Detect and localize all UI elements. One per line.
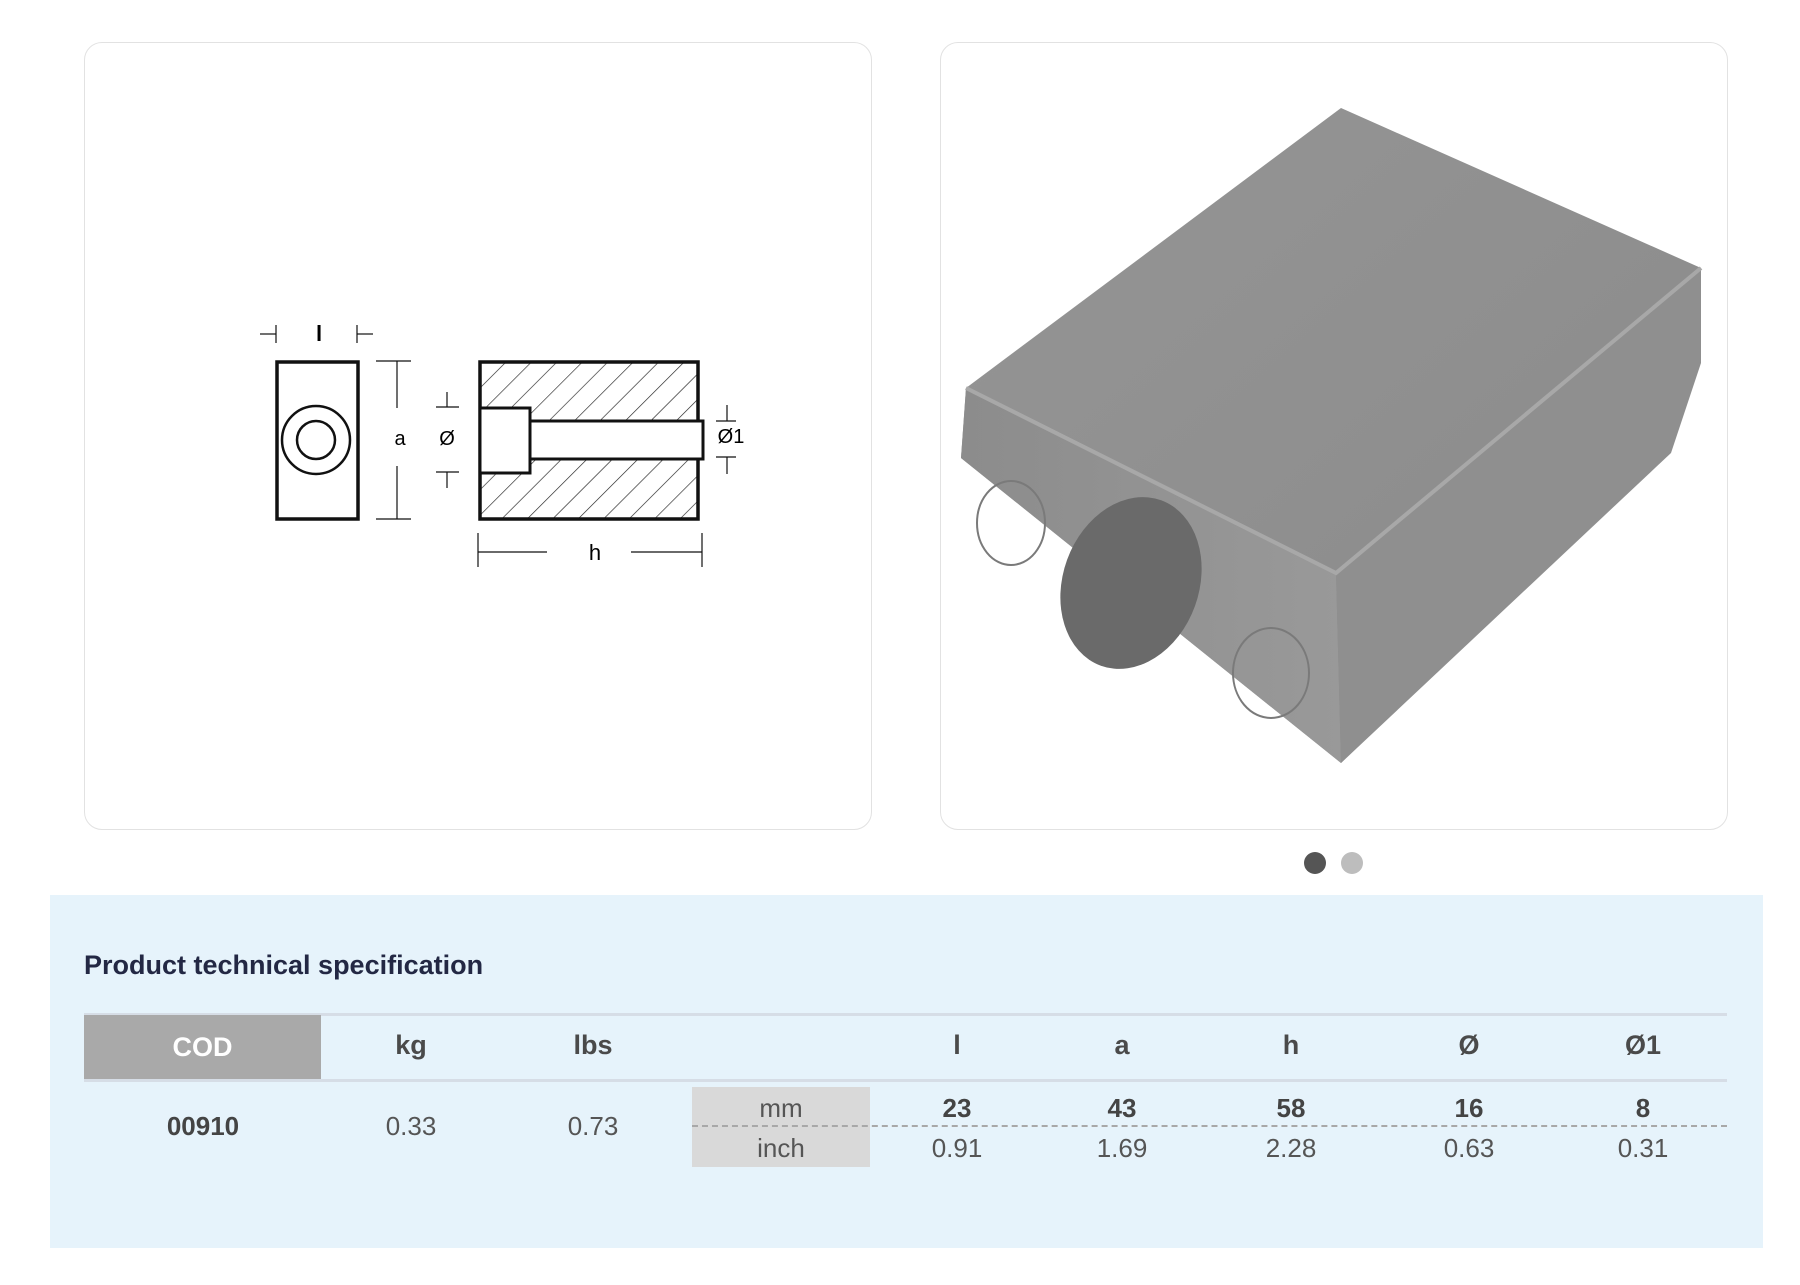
carousel-dot-1[interactable]: [1304, 852, 1326, 874]
product-photo-card[interactable]: [940, 42, 1728, 830]
dimension-label-h: h: [588, 540, 602, 565]
header-lbs: lbs: [573, 1030, 613, 1060]
header-l: l: [953, 1030, 961, 1060]
cell-h-inch: 2.28: [1265, 1133, 1317, 1163]
unit-box: [692, 1087, 870, 1167]
cell-a-mm: 43: [1107, 1093, 1137, 1123]
product-photo: [961, 108, 1703, 763]
header-cod-label: COD: [172, 1031, 233, 1062]
cell-diameter1-mm: 8: [1635, 1093, 1651, 1123]
spec-panel: Product technical specification COD kg l…: [50, 895, 1763, 1248]
dimension-label-diameter1: Ø1: [717, 426, 745, 448]
table-header-divider: [84, 1079, 1727, 1082]
cell-l-inch: 0.91: [931, 1133, 983, 1163]
unit-mm: mm: [759, 1093, 803, 1123]
dimension-label-a: a: [394, 428, 406, 450]
dimension-label-diameter: Ø: [439, 428, 455, 450]
spec-title: Product technical specification: [84, 950, 484, 980]
technical-drawing: [260, 325, 736, 567]
cell-diameter-mm: 16: [1454, 1093, 1484, 1123]
cell-diameter1-inch: 0.31: [1617, 1133, 1669, 1163]
row-dashed-divider: [692, 1125, 1727, 1127]
header-h: h: [1282, 1030, 1300, 1060]
cell-a-inch: 1.69: [1096, 1133, 1148, 1163]
header-kg: kg: [395, 1030, 427, 1060]
cell-kg: 0.33: [385, 1111, 437, 1141]
cell-h-mm: 58: [1276, 1093, 1306, 1123]
dimension-label-l: l: [315, 321, 323, 346]
unit-inch: inch: [757, 1133, 805, 1163]
cell-diameter-inch: 0.63: [1443, 1133, 1495, 1163]
cell-l-mm: 23: [942, 1093, 972, 1123]
technical-drawing-card[interactable]: l a Ø Ø1 h: [84, 42, 872, 830]
header-a: a: [1114, 1030, 1130, 1060]
carousel-dot-2[interactable]: [1341, 852, 1363, 874]
cell-lbs: 0.73: [567, 1111, 619, 1141]
header-diameter: Ø: [1458, 1030, 1480, 1060]
header-cod: COD: [84, 1015, 321, 1079]
header-diameter1: Ø1: [1624, 1030, 1662, 1060]
cell-cod: 00910: [166, 1111, 240, 1141]
table-top-divider: [84, 1013, 1727, 1016]
